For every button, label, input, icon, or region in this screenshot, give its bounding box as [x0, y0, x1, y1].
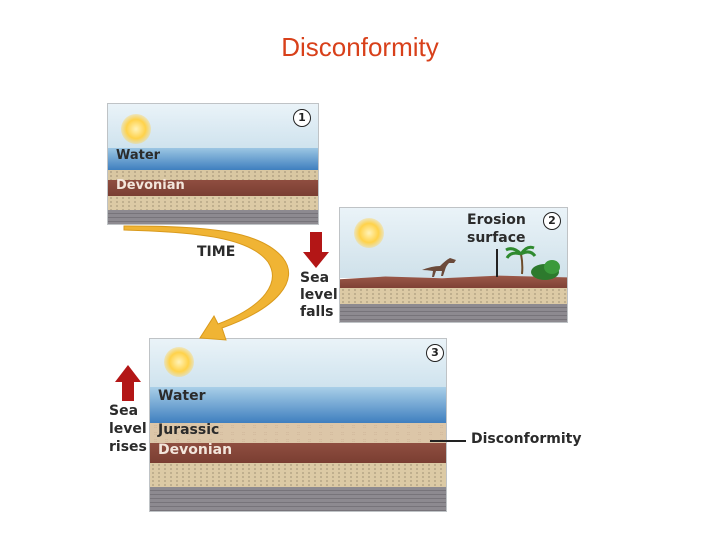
sea-level-rises-label-line3: rises [109, 440, 147, 456]
sea-level-falls-label-line1: Sea [300, 271, 329, 287]
time-label: TIME [197, 245, 235, 261]
sea-level-rises-arrow [115, 365, 141, 401]
sea-level-falls-label-line3: falls [300, 305, 333, 321]
sea-level-rises-label-line1: Sea [109, 404, 138, 420]
sea-level-falls-label-line2: level [300, 288, 338, 304]
sea-level-falls-arrow [303, 232, 329, 268]
sea-level-rises-label-line2: level [109, 422, 147, 438]
